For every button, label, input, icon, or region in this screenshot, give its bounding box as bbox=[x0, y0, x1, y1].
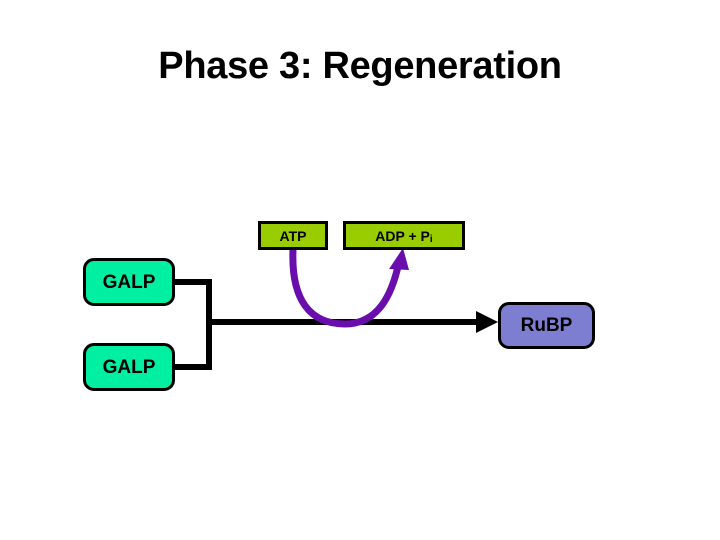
atp-to-adp-arrow bbox=[289, 246, 409, 328]
arrowhead-adp bbox=[389, 248, 409, 270]
node-rubp-label: RuBP bbox=[520, 315, 573, 336]
node-adp-label: ADP + P bbox=[375, 227, 430, 244]
curved-arrow-shaft bbox=[289, 246, 403, 328]
node-galp-1-label: GALP bbox=[102, 271, 156, 293]
node-atp-label: ATP bbox=[279, 227, 307, 244]
node-adp-subscript: i bbox=[429, 233, 433, 245]
galp-to-rubp-arrow bbox=[172, 279, 498, 370]
node-galp-1[interactable]: GALP bbox=[83, 258, 175, 306]
node-galp-2[interactable]: GALP bbox=[83, 343, 175, 391]
page-title: Phase 3: Regeneration bbox=[158, 45, 562, 87]
node-rubp[interactable]: RuBP bbox=[498, 302, 595, 349]
node-atp[interactable]: ATP bbox=[258, 221, 328, 250]
node-galp-2-label: GALP bbox=[102, 356, 156, 378]
arrowhead-rubp bbox=[476, 311, 498, 333]
